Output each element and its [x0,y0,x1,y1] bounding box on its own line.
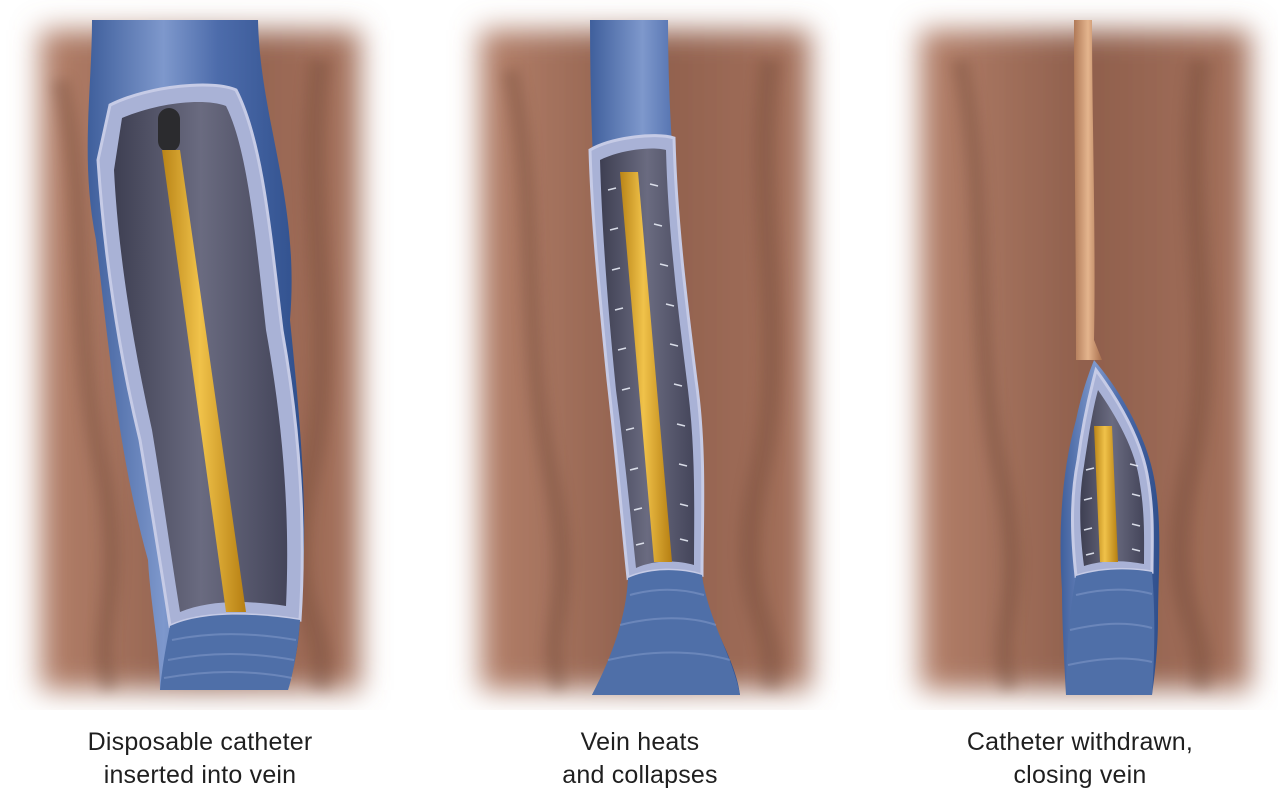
caption: Vein heats and collapses [440,726,840,792]
vein-illustration [0,0,400,710]
vein-sleeve [160,615,300,690]
caption-line-1: Vein heats [440,726,840,759]
vein-sleeve [1066,569,1154,695]
caption-line-2: inserted into vein [0,759,400,792]
caption-line-1: Catheter withdrawn, [880,726,1278,759]
caption-line-1: Disposable catheter [0,726,400,759]
caption: Catheter withdrawn, closing vein [880,726,1278,792]
caption: Disposable catheter inserted into vein [0,726,400,792]
caption-line-2: and collapses [440,759,840,792]
catheter-tip [158,108,180,152]
panel-catheter-inserted: Disposable catheter inserted into vein [0,0,400,799]
panel-catheter-withdrawn: Catheter withdrawn, closing vein [880,0,1278,799]
panel-vein-heats: Vein heats and collapses [440,0,840,799]
vein-illustration [440,0,840,710]
vein-illustration [880,0,1278,710]
caption-line-2: closing vein [880,759,1278,792]
